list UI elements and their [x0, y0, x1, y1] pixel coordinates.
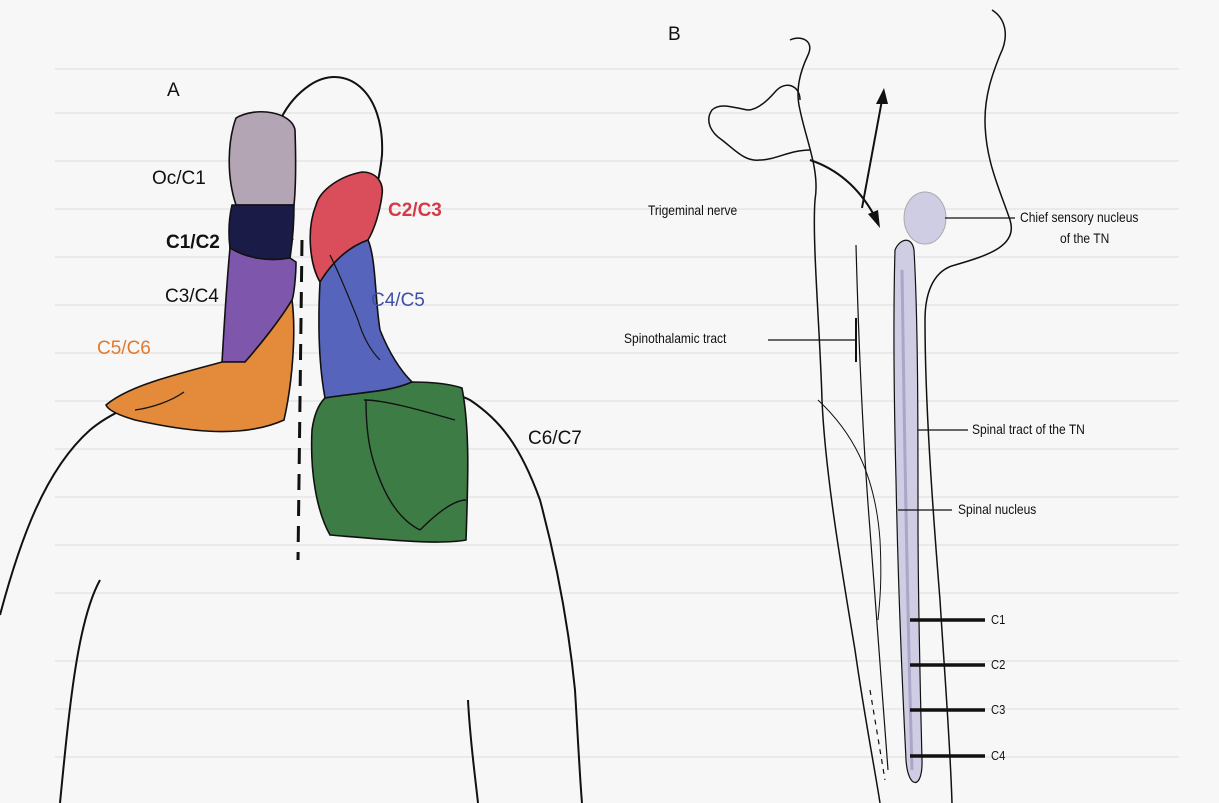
label-chief-sensory-2: of the TN — [1060, 230, 1109, 246]
level-label-c3: C3 — [991, 702, 1005, 717]
level-label-c2: C2 — [991, 657, 1005, 672]
trigeminal-nerve — [709, 85, 810, 160]
level-label-c4: C4 — [991, 748, 1005, 763]
label-trigeminal-nerve: Trigeminal nerve — [648, 202, 737, 218]
brainstem-outline — [790, 38, 880, 803]
level-label-c1: C1 — [991, 612, 1005, 627]
spinal-nucleus-column — [894, 240, 922, 782]
label-spinal-nucleus: Spinal nucleus — [958, 501, 1036, 517]
label-spinothalamic-tract: Spinothalamic tract — [624, 330, 726, 346]
label-spinal-tract: Spinal tract of the TN — [972, 421, 1085, 437]
panel-b-letter: B — [668, 24, 681, 46]
label-chief-sensory-1: Chief sensory nucleus — [1020, 209, 1138, 225]
chief-sensory-nucleus — [904, 192, 946, 244]
